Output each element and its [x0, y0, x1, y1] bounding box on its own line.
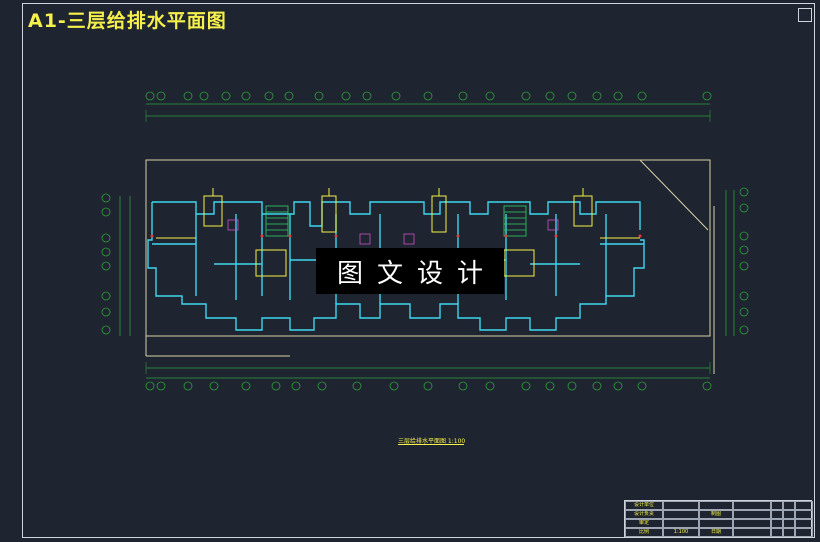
title-block-cell — [663, 501, 699, 510]
stair-cores — [265, 205, 527, 237]
title-block-cell — [795, 510, 813, 519]
plumbing-pipes — [156, 188, 640, 277]
title-block-label: 审定 — [625, 519, 663, 528]
title-block: 设计单位 设计负责 制图 审定 比例 1:100 日期 — [624, 500, 813, 538]
title-block-cell — [771, 501, 783, 510]
grid-axes-right — [725, 187, 749, 336]
title-block-cell — [771, 519, 783, 528]
title-block-cell — [783, 519, 795, 528]
title-block-cell — [699, 519, 733, 528]
title-block-label: 比例 — [625, 528, 663, 537]
drawing-caption: 三层给排水平面图 1:100 — [398, 438, 466, 445]
frame-corner-mark — [798, 8, 812, 22]
title-block-cell — [733, 510, 771, 519]
title-block-cell — [795, 519, 813, 528]
grid-axes-top — [145, 91, 712, 117]
drawing-frame — [22, 3, 815, 538]
title-block-scale: 1:100 — [663, 528, 699, 537]
dimension-ticks — [145, 110, 711, 374]
title-block-label: 设计负责 — [625, 510, 663, 519]
title-block-cell — [783, 501, 795, 510]
title-block-cell — [663, 519, 699, 528]
building-outline — [145, 159, 715, 374]
title-block-cell — [795, 501, 813, 510]
fixtures — [227, 219, 559, 245]
title-block-cell — [783, 510, 795, 519]
title-block-cell — [771, 528, 783, 537]
title-block-cell — [733, 501, 771, 510]
grid-axes-left — [101, 193, 131, 336]
title-block-cell — [733, 519, 771, 528]
title-block-cell — [699, 501, 733, 510]
title-block-cell — [783, 528, 795, 537]
title-block-label: 日期 — [699, 528, 733, 537]
title-block-cell — [733, 528, 771, 537]
title-block-cell — [771, 510, 783, 519]
title-block-label: 制图 — [699, 510, 733, 519]
caption-underline — [398, 444, 464, 445]
sheet-title: A1-三层给排水平面图 — [28, 10, 227, 32]
red-markers — [150, 234, 642, 238]
watermark: 图文设计 — [316, 248, 504, 294]
grid-axes-bottom — [145, 367, 712, 391]
title-block-cell — [795, 528, 813, 537]
title-block-cell — [663, 510, 699, 519]
title-block-label: 设计单位 — [625, 501, 663, 510]
